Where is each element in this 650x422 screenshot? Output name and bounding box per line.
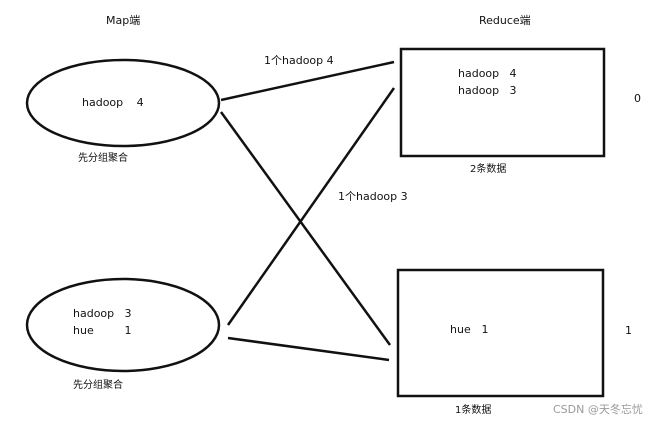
- map-node-2-entry-2: hue 1: [73, 325, 132, 336]
- reduce-node-1-shape: [396, 268, 605, 398]
- reduce-node-1-entry-1: hue 1: [450, 324, 489, 335]
- watermark: CSDN @天冬忘忧: [553, 403, 643, 416]
- reduce-node-0-shape: [399, 47, 606, 158]
- entry-key: hadoop: [73, 307, 115, 320]
- edge-map1-reduce0: [220, 60, 395, 102]
- map-node-1-entry: hadoop 4: [82, 97, 144, 108]
- reduce-node-0-entry-2: hadoop 3: [458, 85, 517, 96]
- reduce-node-1-index: 1: [625, 324, 632, 337]
- entry-key: hue: [450, 323, 471, 336]
- edge-map2-reduce1: [227, 336, 390, 362]
- map-node-2-shape: [25, 277, 221, 373]
- entry-value: 4: [509, 67, 517, 80]
- entry-value: 4: [136, 96, 144, 109]
- entry-value: 1: [124, 324, 132, 337]
- entry-key: hue: [73, 324, 94, 337]
- reduce-side-header: Reduce端: [479, 14, 531, 27]
- map-node-2-caption: 先分组聚合: [73, 380, 123, 391]
- entry-key: hadoop: [458, 84, 500, 97]
- entry-key: hadoop: [82, 96, 124, 109]
- map-side-header: Map端: [106, 14, 141, 27]
- edge-label-hadoop-4: 1个hadoop 4: [264, 54, 334, 67]
- reduce-node-0-entry-1: hadoop 4: [458, 68, 517, 79]
- edge-map2-reduce0: [226, 87, 396, 326]
- reduce-node-1-caption: 1条数据: [455, 405, 492, 416]
- edge-label-hadoop-3: 1个hadoop 3: [338, 190, 408, 203]
- edge-map1-reduce1: [219, 111, 392, 346]
- reduce-node-0-caption: 2条数据: [470, 164, 507, 175]
- entry-value: 3: [124, 307, 132, 320]
- reduce-node-0-index: 0: [634, 92, 641, 105]
- map-node-1-caption: 先分组聚合: [78, 153, 128, 164]
- map-node-1-shape: [25, 58, 221, 148]
- entry-value: 3: [509, 84, 517, 97]
- map-node-2-entry-1: hadoop 3: [73, 308, 132, 319]
- entry-value: 1: [481, 323, 489, 336]
- entry-key: hadoop: [458, 67, 500, 80]
